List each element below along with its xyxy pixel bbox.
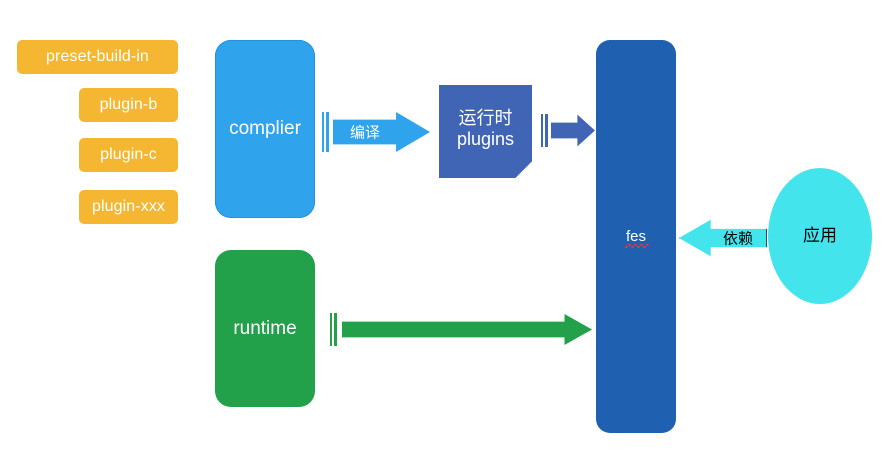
arrow-plugins-to-fes[interactable] xyxy=(541,114,595,147)
plugin-chip-label: plugin-c xyxy=(100,145,157,163)
arrow-runtime-to-fes[interactable] xyxy=(330,313,592,346)
node-runtime-plugins-line1: 运行时 xyxy=(458,107,513,128)
spellcheck-underline-icon xyxy=(624,244,649,249)
node-fes-label-wrap: fes xyxy=(624,227,649,249)
plugin-chip-label: plugin-b xyxy=(99,95,158,113)
plugin-chip-plugin-b[interactable]: plugin-b xyxy=(79,88,178,122)
plugin-chip-plugin-xxx[interactable]: plugin-xxx xyxy=(79,190,178,224)
plugin-chip-label: preset-build-in xyxy=(46,47,149,65)
node-app-label: 应用 xyxy=(803,226,837,246)
node-runtime-plugins-label: 运行时 plugins xyxy=(457,108,514,149)
node-fes[interactable]: fes xyxy=(596,40,676,433)
node-app[interactable]: 应用 xyxy=(768,168,872,304)
plugin-chip-preset-build-in[interactable]: preset-build-in xyxy=(17,40,178,74)
plugin-chip-label: plugin-xxx xyxy=(91,197,166,215)
node-runtime-label: runtime xyxy=(233,317,297,339)
node-complier-label: complier xyxy=(229,118,301,140)
node-fes-label: fes xyxy=(625,227,646,245)
arrow-body xyxy=(551,114,595,147)
arrow-body xyxy=(342,313,592,346)
node-runtime-plugins[interactable]: 运行时 plugins xyxy=(439,85,532,178)
arrow-tail-stripes xyxy=(322,112,331,152)
arrow-depend[interactable]: 依赖 xyxy=(679,219,767,257)
arrow-depend-label: 依赖 xyxy=(722,230,753,248)
arrow-tail-stripes xyxy=(330,313,339,346)
node-runtime-plugins-line2: plugins xyxy=(456,128,515,149)
folded-corner-icon xyxy=(515,161,532,178)
arrow-tail-stripes xyxy=(541,114,549,147)
arrow-compile[interactable]: 编译 xyxy=(322,112,430,152)
plugin-chip-plugin-c[interactable]: plugin-c xyxy=(79,138,178,172)
arrow-compile-label: 编译 xyxy=(349,124,380,142)
node-runtime[interactable]: runtime xyxy=(215,250,315,407)
node-complier[interactable]: complier xyxy=(215,40,315,218)
